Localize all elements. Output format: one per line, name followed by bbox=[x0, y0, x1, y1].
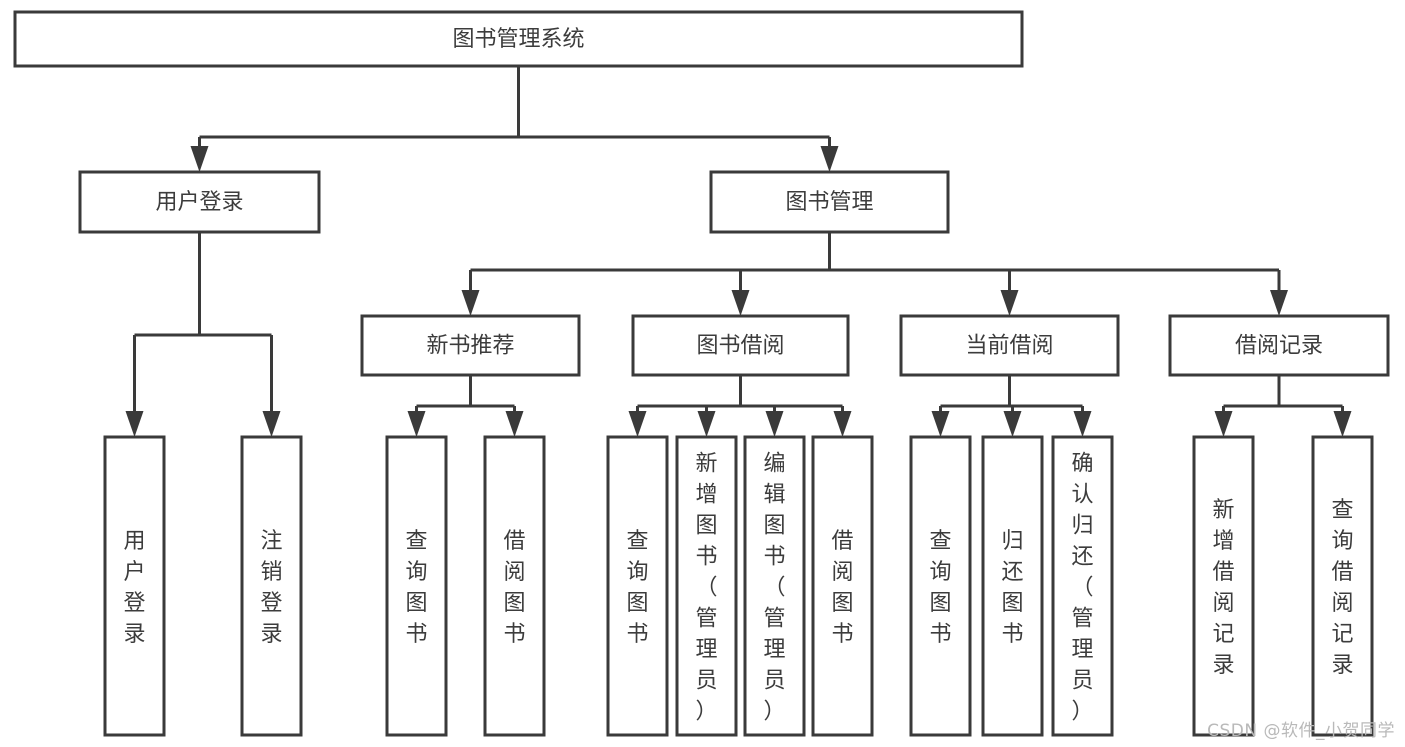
node-leaf-3-label: 借阅图书 bbox=[503, 529, 525, 647]
node-leaf-6-label: 编辑图书（管理员） bbox=[763, 452, 785, 725]
arrow-head-icon bbox=[1214, 411, 1233, 437]
arrow-head-icon bbox=[1073, 411, 1092, 437]
arrow-head-icon bbox=[697, 411, 716, 437]
node-leaf-8[interactable] bbox=[909, 435, 972, 737]
watermark-text: CSDN @软件_小贺同学 bbox=[1207, 721, 1395, 741]
arrow-head-icon bbox=[820, 146, 839, 172]
node-leaf-4-label: 查询图书 bbox=[626, 529, 648, 647]
node-leaf-0-label: 用户登录 bbox=[123, 529, 145, 647]
node-level3-1-label: 图书借阅 bbox=[696, 334, 784, 359]
node-leaf-9[interactable] bbox=[981, 435, 1044, 737]
node-level2-0-label: 用户登录 bbox=[155, 190, 243, 215]
arrow-head-icon bbox=[931, 411, 950, 437]
node-level3-0[interactable] bbox=[360, 314, 581, 377]
node-layer: 图书管理系统用户登录图书管理新书推荐图书借阅当前借阅借阅记录用户登录注销登录查询… bbox=[13, 10, 1390, 737]
arrow-head-icon bbox=[125, 411, 144, 437]
node-level2-0[interactable] bbox=[78, 170, 321, 234]
node-leaf-1-label: 注销登录 bbox=[260, 529, 282, 647]
node-leaf-10[interactable] bbox=[1051, 435, 1114, 737]
arrow-head-icon bbox=[628, 411, 647, 437]
node-leaf-5-label: 新增图书（管理员） bbox=[695, 452, 717, 725]
node-leaf-11-label: 新增借阅记录 bbox=[1212, 498, 1234, 678]
node-level3-1[interactable] bbox=[631, 314, 850, 377]
node-leaf-10-label: 确认归还（管理员） bbox=[1071, 452, 1093, 725]
arrow-head-icon bbox=[1270, 290, 1288, 316]
node-level3-2[interactable] bbox=[899, 314, 1120, 377]
arrow-head-icon bbox=[1000, 290, 1019, 316]
node-level3-3[interactable] bbox=[1168, 314, 1390, 377]
node-level2-1[interactable] bbox=[709, 170, 950, 234]
node-leaf-4[interactable] bbox=[606, 435, 669, 737]
node-leaf-12-label: 查询借阅记录 bbox=[1331, 498, 1353, 678]
node-leaf-3[interactable] bbox=[483, 435, 546, 737]
arrow-head-icon bbox=[1003, 411, 1022, 437]
node-leaf-2-label: 查询图书 bbox=[405, 529, 427, 647]
arrow-head-icon bbox=[1333, 411, 1352, 437]
node-leaf-6[interactable] bbox=[743, 435, 806, 737]
node-leaf-8-label: 查询图书 bbox=[929, 529, 951, 647]
node-leaf-11[interactable] bbox=[1192, 435, 1255, 737]
node-level3-0-label: 新书推荐 bbox=[426, 334, 514, 359]
node-leaf-9-label: 归还图书 bbox=[1001, 529, 1023, 647]
node-leaf-1[interactable] bbox=[240, 435, 303, 737]
node-leaf-7-label: 借阅图书 bbox=[831, 529, 853, 647]
arrow-head-icon bbox=[407, 411, 426, 437]
node-leaf-7[interactable] bbox=[811, 435, 874, 737]
node-level3-2-label: 当前借阅 bbox=[965, 334, 1053, 359]
connector-layer bbox=[125, 66, 1352, 437]
node-leaf-5[interactable] bbox=[675, 435, 738, 737]
node-root-label: 图书管理系统 bbox=[452, 27, 584, 52]
node-root[interactable] bbox=[13, 10, 1024, 68]
arrow-head-icon bbox=[461, 290, 480, 316]
arrow-head-icon bbox=[190, 146, 209, 172]
arrow-head-icon bbox=[731, 290, 750, 316]
node-level3-3-label: 借阅记录 bbox=[1235, 334, 1323, 359]
arrow-head-icon bbox=[833, 411, 852, 437]
node-leaf-0[interactable] bbox=[103, 435, 166, 737]
arrow-head-icon bbox=[505, 411, 524, 437]
arrow-head-icon bbox=[262, 411, 281, 437]
node-leaf-2[interactable] bbox=[385, 435, 448, 737]
node-leaf-12[interactable] bbox=[1311, 435, 1374, 737]
arrow-head-icon bbox=[765, 411, 784, 437]
node-level2-1-label: 图书管理 bbox=[785, 190, 873, 215]
